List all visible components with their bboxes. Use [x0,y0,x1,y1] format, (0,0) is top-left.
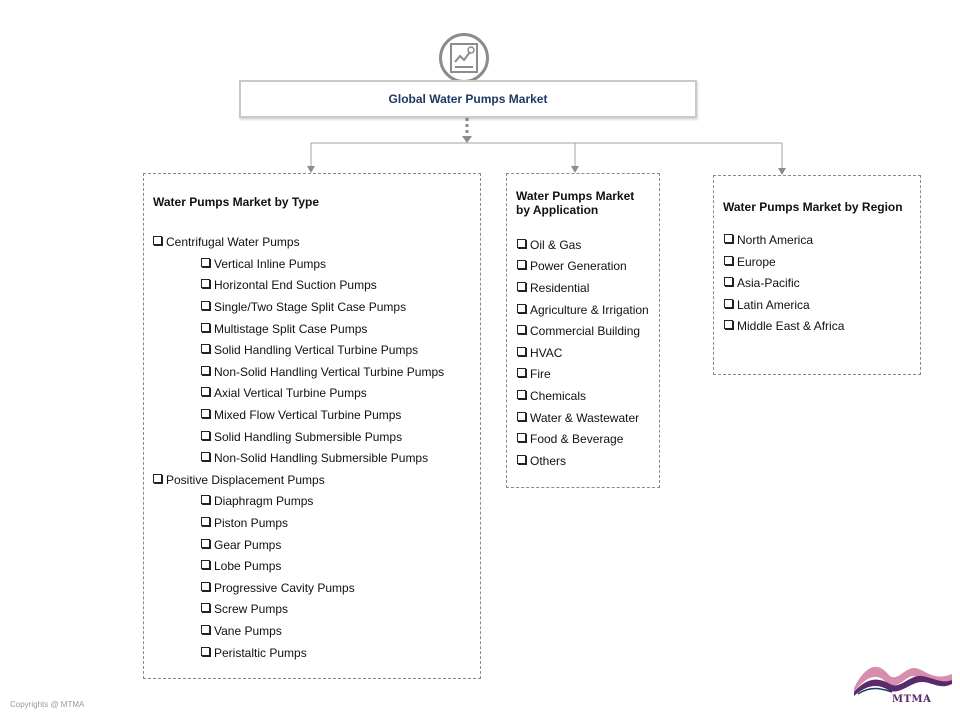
application-item: Water & Wastewater [517,411,639,425]
region-item: North America [724,233,813,247]
application-item: Agriculture & Irrigation [517,303,649,317]
application-item: Power Generation [517,259,627,273]
chart-document-icon [450,43,478,73]
region-item: Middle East & Africa [724,319,844,333]
checkbox-bullet-icon [201,279,210,288]
checkbox-bullet-icon [201,539,210,548]
checkbox-bullet-icon [201,301,210,310]
checkbox-bullet-icon [201,258,210,267]
type-item: Solid Handling Submersible Pumps [201,430,402,444]
type-item: Non-Solid Handling Vertical Turbine Pump… [201,365,444,379]
type-item: Axial Vertical Turbine Pumps [201,386,367,400]
checkbox-bullet-icon [724,320,733,329]
region-category-box: Water Pumps Market by Region North Ameri… [713,175,921,375]
logo-text: MTMA [892,694,932,705]
type-item: Mixed Flow Vertical Turbine Pumps [201,408,401,422]
checkbox-bullet-icon [724,299,733,308]
checkbox-bullet-icon [517,304,526,313]
mtma-logo: MTMA [852,660,954,708]
application-item: Commercial Building [517,324,640,338]
mtma-wave-logo-icon [854,666,952,696]
type-item: Diaphragm Pumps [201,494,313,508]
checkbox-bullet-icon [517,282,526,291]
checkbox-bullet-icon [517,455,526,464]
checkbox-bullet-icon [201,582,210,591]
checkbox-bullet-icon [201,431,210,440]
checkbox-bullet-icon [201,560,210,569]
type-item: Peristaltic Pumps [201,646,307,660]
region-category-title: Water Pumps Market by Region [723,200,903,214]
checkbox-bullet-icon [201,625,210,634]
application-category-title: Water Pumps Market by Application [516,189,635,217]
checkbox-bullet-icon [724,256,733,265]
type-item: Single/Two Stage Split Case Pumps [201,300,406,314]
type-item: Non-Solid Handling Submersible Pumps [201,451,428,465]
type-item: Multistage Split Case Pumps [201,322,367,336]
root-chart-icon [439,33,489,83]
checkbox-bullet-icon [201,344,210,353]
arrowhead-type [307,166,315,173]
checkbox-bullet-icon [201,495,210,504]
type-item: Solid Handling Vertical Turbine Pumps [201,343,418,357]
checkbox-bullet-icon [517,433,526,442]
checkbox-bullet-icon [724,277,733,286]
arrowhead-application [571,166,579,173]
type-item: Gear Pumps [201,538,281,552]
type-item: Lobe Pumps [201,559,281,573]
copyright-text: Copyrights @ MTMA [10,700,85,709]
checkbox-bullet-icon [201,409,210,418]
type-group-centrifugal: Centrifugal Water Pumps [153,235,300,249]
checkbox-bullet-icon [201,323,210,332]
checkbox-bullet-icon [201,366,210,375]
application-item: HVAC [517,346,562,360]
application-item: Food & Beverage [517,432,623,446]
type-category-box: Water Pumps Market by Type Centrifugal W… [143,173,481,679]
region-item: Europe [724,255,776,269]
trunk-arrowhead [462,136,472,143]
type-item: Horizontal End Suction Pumps [201,278,377,292]
checkbox-bullet-icon [724,234,733,243]
checkbox-bullet-icon [517,412,526,421]
checkbox-bullet-icon [201,452,210,461]
checkbox-bullet-icon [201,517,210,526]
checkbox-bullet-icon [201,387,210,396]
checkbox-bullet-icon [153,236,162,245]
market-title: Global Water Pumps Market [388,92,548,106]
market-title-box: Global Water Pumps Market [239,80,697,118]
checkbox-bullet-icon [517,325,526,334]
checkbox-bullet-icon [517,260,526,269]
application-item: Others [517,454,566,468]
checkbox-bullet-icon [153,474,162,483]
checkbox-bullet-icon [517,239,526,248]
arrowhead-region [778,168,786,175]
type-item: Vertical Inline Pumps [201,257,326,271]
type-item: Piston Pumps [201,516,288,530]
application-item: Chemicals [517,389,586,403]
application-item: Residential [517,281,589,295]
type-group-positive-displacement: Positive Displacement Pumps [153,473,325,487]
type-category-title: Water Pumps Market by Type [153,195,320,209]
checkbox-bullet-icon [517,368,526,377]
region-item: Latin America [724,298,810,312]
checkbox-bullet-icon [517,390,526,399]
type-item: Vane Pumps [201,624,282,638]
type-item: Screw Pumps [201,602,288,616]
checkbox-bullet-icon [201,647,210,656]
application-item: Fire [517,367,551,381]
type-item: Progressive Cavity Pumps [201,581,355,595]
application-item: Oil & Gas [517,238,581,252]
application-category-box: Water Pumps Market by Application Oil & … [506,173,660,488]
region-item: Asia-Pacific [724,276,800,290]
checkbox-bullet-icon [517,347,526,356]
checkbox-bullet-icon [201,603,210,612]
